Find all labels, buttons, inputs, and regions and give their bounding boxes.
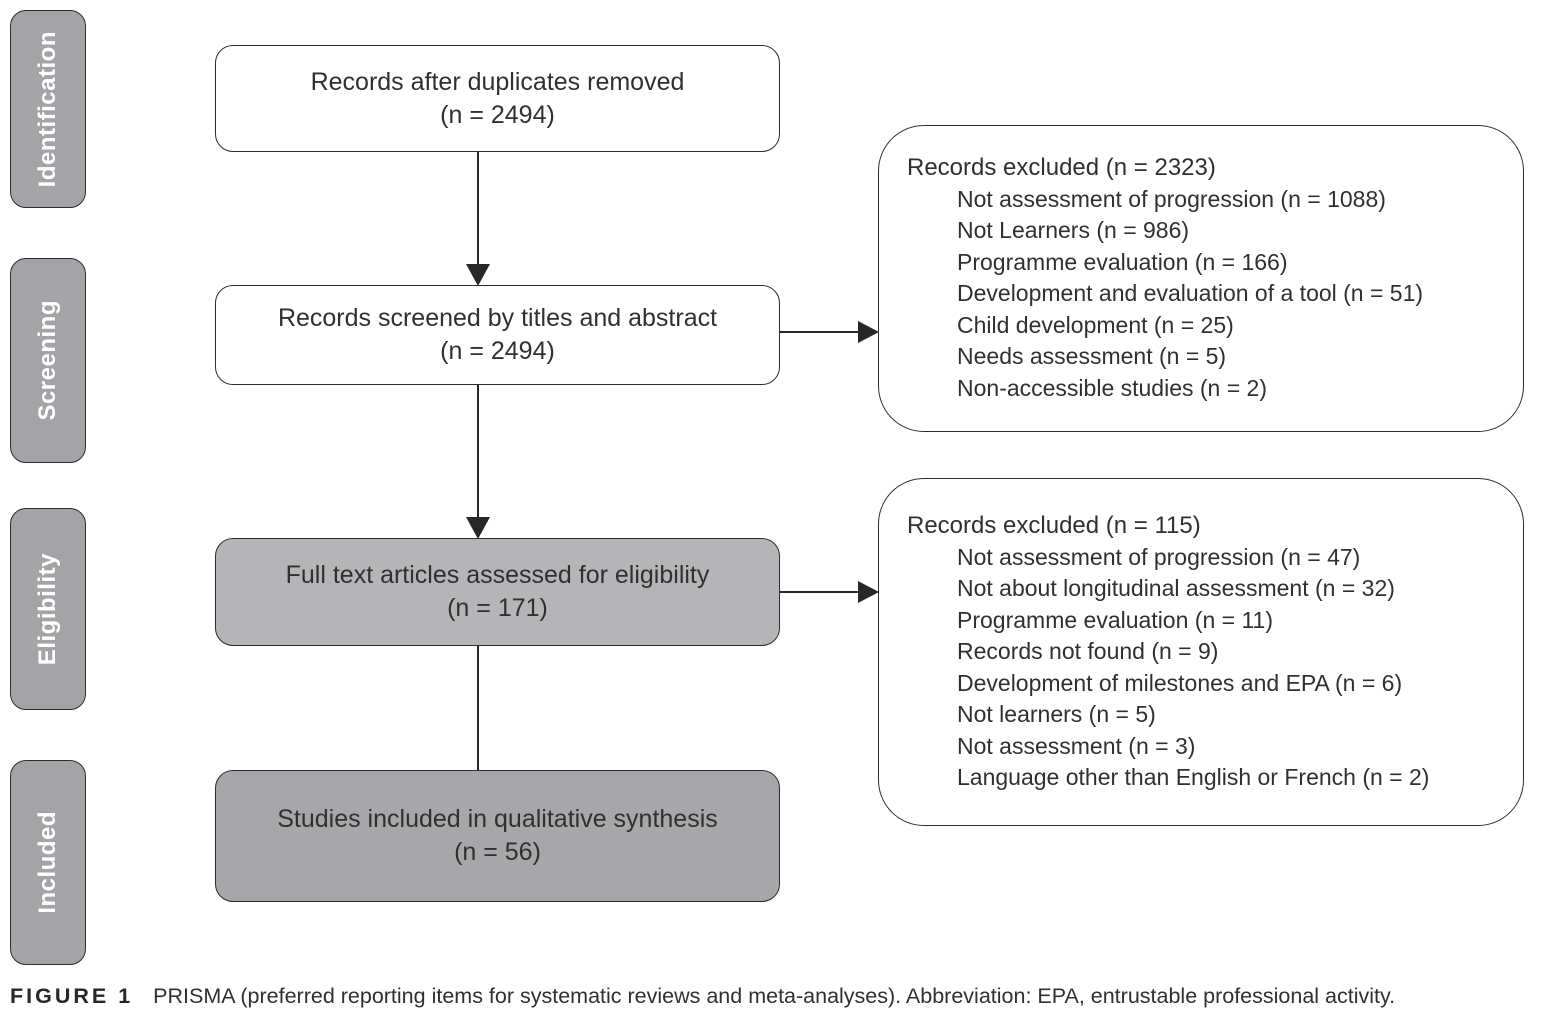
stage-label: Eligibility [34,552,61,666]
exclusion-item: Programme evaluation (n = 166) [957,248,1288,275]
exclusion-item: Not Learners (n = 986) [957,217,1190,243]
stage-eligibility: Eligibility [10,508,86,710]
stage-label: Included [34,811,61,914]
stage-label: Identification [34,30,61,188]
box-count: (n = 56) [454,838,541,866]
exclusion-item: Language other than English or French (n… [957,764,1430,790]
box-count: (n = 2494) [440,100,555,129]
box-title: Full text articles assessed for eligibil… [285,561,710,589]
stage-label: Screening [34,300,61,421]
box-title: Records screened by titles and abstract [277,304,718,332]
exclusion-item: Development and evaluation of a tool (n … [957,280,1424,306]
exclusion-item: Records not found (n = 9) [957,638,1219,664]
exclusion-heading: Records excluded (n = 2323) [907,154,1216,181]
exclusion-item: Not assessment of progression (n = 47) [957,543,1361,570]
exclusion-item: Child development (n = 25) [957,311,1234,338]
box-fulltext-assessed: Full text articles assessed for eligibil… [215,538,780,646]
exclusion-item: Not assessment (n = 3) [957,732,1196,759]
box-studies-included: Studies included in qualitative synthesi… [215,770,780,902]
box-title: Records after duplicates removed [310,67,685,96]
box-records-screened: Records screened by titles and abstract … [215,285,780,385]
stage-screening: Screening [10,258,86,463]
figure-caption-text: PRISMA (preferred reporting items for sy… [153,984,1396,1008]
exclusion-item: Not about longitudinal assessment (n = 3… [957,575,1395,601]
figure-caption-label: FIGURE 1 [10,984,134,1008]
box-title: Studies included in qualitative synthesi… [277,805,718,833]
exclusion-item: Not learners (n = 5) [957,701,1156,727]
exclusion-item: Needs assessment (n = 5) [957,343,1227,369]
box-count: (n = 2494) [440,337,555,365]
stage-identification: Identification [10,10,86,208]
exclusion-heading: Records excluded (n = 115) [907,512,1201,539]
stage-included: Included [10,760,86,965]
box-records-excluded-screening: Records excluded (n = 2323) Not assessme… [878,125,1524,432]
figure-caption: FIGURE 1 PRISMA (preferred reporting item… [10,984,1550,1009]
exclusion-item: Not assessment of progression (n = 1088) [957,185,1386,212]
exclusion-item: Development of milestones and EPA (n = 6… [957,669,1403,696]
exclusion-item: Non-accessible studies (n = 2) [957,374,1268,401]
box-records-after-duplicates: Records after duplicates removed (n = 24… [215,45,780,152]
box-records-excluded-eligibility: Records excluded (n = 115) Not assessmen… [878,478,1524,826]
exclusion-item: Programme evaluation (n = 11) [957,606,1273,633]
box-count: (n = 171) [447,594,548,622]
